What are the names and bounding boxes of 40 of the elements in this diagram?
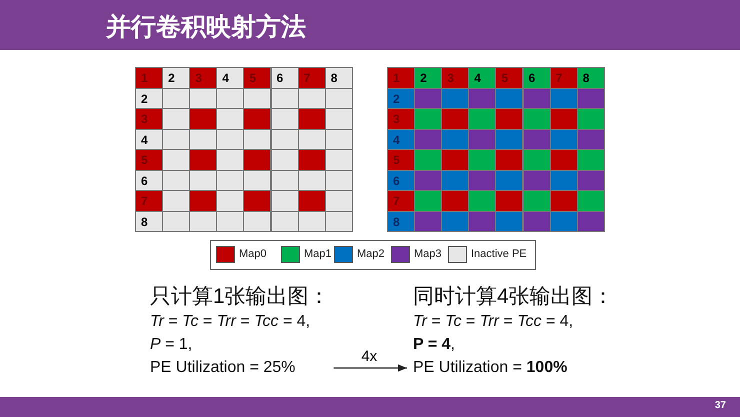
grid-cell: 6 [270,67,299,88]
grid-cell: 2 [162,67,190,88]
arrow [334,364,407,372]
grid-cell: 1 [135,67,164,88]
grid-cell: 7 [387,190,416,212]
formula-text: Tr = Tc = Trr = Tcc = 4, [413,312,574,332]
formula-text: P = 4, [413,335,456,355]
formula-text: Tr = Tc = Trr = Tcc = 4, [150,312,312,332]
grid-cell: 2 [414,67,442,88]
grid-cell: 8 [576,67,605,88]
legend-label: Map2 [357,248,385,260]
grid-cell: 3 [135,108,164,130]
grid-cell: 5 [243,67,272,88]
grid-cell: 8 [324,67,353,88]
grid-cell: 3 [189,67,218,88]
grid-cell: 1 [387,67,416,88]
legend-label: Map3 [414,248,442,260]
grid-cell: 3 [441,67,470,88]
grid-cell: 7 [550,67,578,88]
grid-cell: 5 [135,149,164,170]
grid-cell: 4 [216,67,244,88]
formula-text: PE Utilization = 100% [413,358,568,378]
page-number: 37 [714,400,726,411]
slide-title: 并行卷积映射方法 [106,12,306,43]
grid-cell: 6 [522,67,551,88]
legend-label: Map0 [239,248,267,260]
grid-cell: 4 [468,67,496,88]
grid-cell: 8 [135,210,164,232]
grid-cell: 3 [387,108,416,130]
grid-cell: 7 [298,67,326,88]
formula-text: P = 1, [150,335,194,355]
legend-label: Map1 [304,248,332,260]
heading-text: 同时计算4张输出图： [413,284,614,310]
grid-cell: 8 [387,210,416,232]
heading-text: 只计算1张输出图： [150,284,330,310]
legend-label: Inactive PE [471,248,527,260]
grid-cell: 5 [495,67,524,88]
grid-cell: 5 [387,149,416,170]
grid-cell: 7 [135,190,164,212]
formula-text: PE Utilization = 25% [150,358,296,378]
